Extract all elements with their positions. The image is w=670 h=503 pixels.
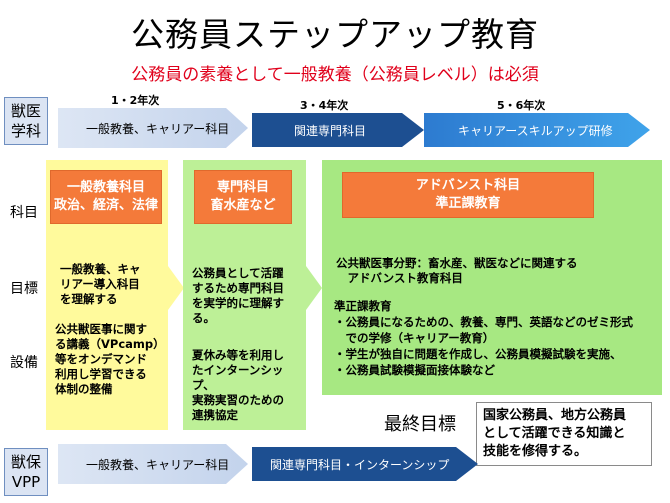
facility-line: 利用し学習できる [55,367,147,381]
column-general-header-line1: 一般教養科目 [66,180,145,195]
final-goal-line: 技能を修得する。 [483,444,588,459]
facility-line: たインターンシッ [192,363,284,377]
vet-label-line2: 学科 [10,122,41,140]
year-label-2: 3・4年次 [300,99,349,112]
final-goal-line: として活躍できる知識と [483,426,626,441]
facility-line: 等をオンデマンド [55,352,147,366]
column-general-facility: 公共獣医事に関す る講義（VPcamp） 等をオンデマンド 利用し学習できる 体… [55,322,167,397]
facility-line: での学修（キャリアー教育） [334,331,495,345]
row-label-subject: 科目 [10,205,38,221]
vpp-label-line2: VPP [11,473,41,491]
final-goal-box: 国家公務員、地方公務員 として活躍できる知識と 技能を修得する。 [476,402,652,466]
goal-line: リアー導入科目 [60,277,140,291]
facility-line: 実務実習のための [192,393,284,407]
column-general-goal: 一般教養、キャ リアー導入科目 を理解する [60,262,166,307]
facility-line: る講義（VPcamp） [55,337,165,351]
year-label-3: 5・6年次 [497,99,546,112]
vet-program-label: 獣医学科 [4,97,48,145]
row-label-facility: 設備 [10,355,38,371]
column-specialized-arrow [306,266,322,310]
goal-line: するため専門科目 [192,281,284,295]
column-advanced-header-line2: 準正課教育 [435,196,501,211]
vpp-arrow-specialized-label: 関連専門科目・インターンシップ [270,457,450,472]
column-specialized-header-line2: 畜水産など [210,198,276,213]
facility-line: ・公務員試験模擬面接体験など [334,363,495,377]
vet-label-line1: 獣医 [10,102,41,120]
column-general-header: 一般教養科目政治、経済、法律 [50,170,162,224]
goal-line: 一般教養、キャ [60,262,141,276]
page-title: 公務員ステップアップ教育 [131,15,539,54]
goal-line: を実学的に理解す [192,296,284,310]
column-advanced-header-line1: アドバンスト科目 [415,178,521,193]
facility-line: 連携協定 [192,408,238,422]
goal-line: アドバンスト教育科目 [336,271,463,285]
column-advanced-facility: 準正課教育 ・公務員になるための、教養、専門、英語などのゼミ形式 での学修（キャ… [334,298,660,378]
facility-line: 準正課教育 [334,299,392,313]
final-goal-line: 国家公務員、地方公務員 [483,408,627,423]
vet-arrow-career: キャリアースキルアップ研修 [424,113,650,147]
facility-line: 夏休み等を利用し [192,348,284,362]
vet-arrow-specialized-label: 関連専門科目 [294,123,367,138]
vpp-arrow-specialized: 関連専門科目・インターンシップ [252,447,478,481]
goal-line: を理解する [60,292,118,306]
vpp-label-line1: 獣保 [10,453,41,471]
column-advanced-header: アドバンスト科目準正課教育 [342,172,594,218]
facility-line: ・学生が独自に問題を作成し、公務員模擬試験を実施、 [334,347,622,361]
row-label-goal: 目標 [10,281,38,297]
vpp-arrow-general-label: 一般教養、キャリアー科目 [86,457,230,472]
page-subtitle: 公務員の素養として一般教養（公務員レベル）は必須 [131,65,539,85]
column-general-header-line2: 政治、経済、法律 [53,198,158,213]
goal-line: 公務員として活躍 [192,266,284,280]
final-goal-label: 最終目標 [384,414,456,435]
vet-arrow-general: 一般教養、キャリアー科目 [58,108,248,148]
facility-line: ・公務員になるための、教養、専門、英語などのゼミ形式 [334,315,633,329]
column-specialized-header: 専門科目畜水産など [194,170,292,224]
vet-arrow-general-label: 一般教養、キャリアー科目 [86,121,230,136]
column-advanced-goal: 公共獣医事分野：畜水産、獣医などに関連する アドバンスト教育科目 [336,256,658,286]
column-specialized-facility: 夏休み等を利用し たインターンシッ プ、 実務実習のための 連携協定 [192,348,304,423]
facility-line: プ、 [192,378,215,392]
facility-line: 公共獣医事に関す [55,322,147,336]
column-general-arrow [168,266,184,310]
goal-line: る。 [192,311,215,325]
column-specialized-header-line1: 専門科目 [216,180,269,195]
vpp-program-label: 獣保 VPP [4,448,48,496]
year-label-1: 1・2年次 [111,94,160,107]
column-specialized-goal: 公務員として活躍 するため専門科目 を実学的に理解す る。 [192,266,304,326]
vet-arrow-specialized: 関連専門科目 [252,113,424,147]
facility-line: 体制の整備 [55,382,113,396]
goal-line: 公共獣医事分野：畜水産、獣医などに関連する [336,256,578,270]
vpp-arrow-general: 一般教養、キャリアー科目 [58,444,248,484]
vet-arrow-career-label: キャリアースキルアップ研修 [458,123,613,138]
